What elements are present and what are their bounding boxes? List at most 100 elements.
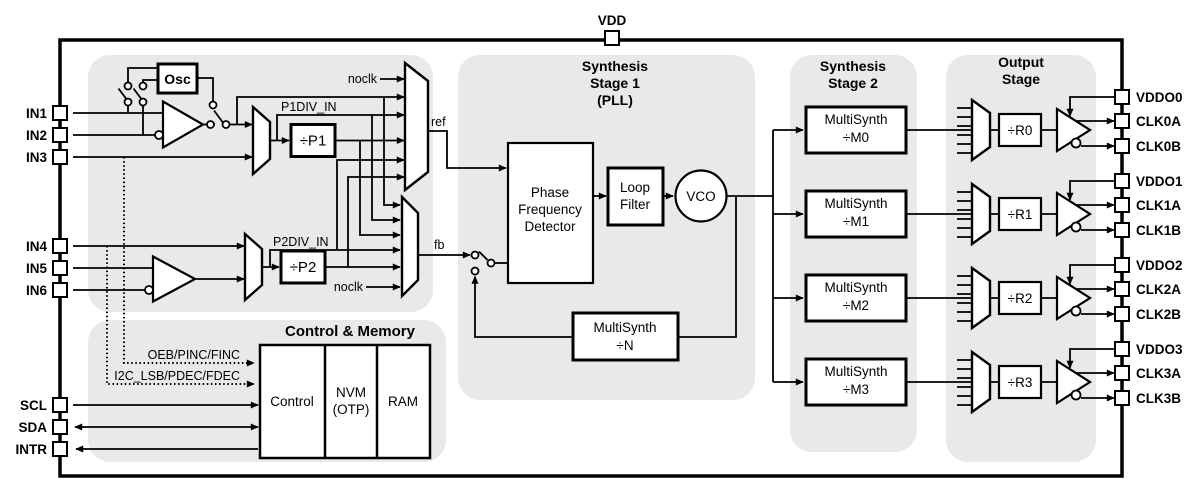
switch-contact	[138, 97, 148, 107]
output-mux-1	[970, 181, 992, 247]
control-memory-title: Control & Memory	[285, 323, 416, 340]
div-r1-block	[997, 196, 1043, 232]
in3-label: IN3	[26, 150, 48, 165]
multisynth-n-label-line1: MultiSynth	[593, 320, 656, 335]
nvm-label-line2: (OTP)	[333, 402, 370, 417]
div-p2-label: ÷P2	[290, 259, 317, 276]
vddo2-label: VDDO2	[1136, 258, 1183, 273]
switch-contact-common	[221, 120, 231, 129]
scl-label: SCL	[20, 398, 47, 413]
output-row-1: ÷R1	[906, 180, 1115, 247]
stage1-title-line2: Stage 1	[590, 75, 640, 91]
output-mux-stubs	[957, 107, 972, 154]
p2div-in-label: P2DIV_IN	[273, 235, 329, 249]
switch-contact	[138, 81, 148, 91]
ref-label: ref	[431, 115, 446, 129]
p1-input-mux	[251, 104, 272, 177]
div-r3-block	[997, 364, 1043, 400]
clk1a-pin	[1114, 197, 1130, 213]
output-mux-2	[970, 265, 992, 331]
div-r2-block	[997, 280, 1043, 316]
clk0a-label: CLK0A	[1136, 114, 1181, 129]
div-p1-label: ÷P1	[300, 133, 327, 150]
input-buffer1-group	[154, 99, 253, 150]
multisynth-m0-line1: MultiSynth	[824, 112, 887, 127]
vco-label: VCO	[686, 189, 715, 204]
div-r2-label: ÷R2	[1008, 291, 1033, 306]
sda-label: SDA	[18, 420, 47, 435]
stage1-title-line3: (PLL)	[597, 92, 633, 108]
control-label: Control	[270, 394, 314, 409]
multisynth-m2-line2: ÷M2	[843, 298, 869, 313]
fb-mux	[400, 194, 420, 299]
stage2-title-line1: Synthesis	[820, 58, 886, 74]
stage1-title-line1: Synthesis	[582, 58, 648, 74]
switch-lever	[132, 87, 142, 100]
output-row-2: ÷R2	[906, 264, 1115, 331]
ref-fb-muxes: ref fb	[400, 60, 507, 299]
clk2a-pin	[1114, 281, 1130, 297]
in2-label: IN2	[26, 128, 47, 143]
vddo1-pin	[1114, 173, 1130, 189]
pfd-block	[506, 141, 595, 285]
vddo1-label: VDDO1	[1136, 174, 1183, 189]
output-mux-stubs	[957, 275, 972, 322]
switch-lever	[117, 87, 127, 100]
output-title-line1: Output	[998, 54, 1044, 70]
synthesis-stage1-region	[458, 55, 755, 400]
section-titles: Synthesis Stage 1 (PLL) Synthesis Stage …	[285, 54, 1044, 340]
pfd-label-line1: Phase	[531, 185, 569, 200]
div-r1-label: ÷R1	[1008, 207, 1033, 222]
pll-group: Phase Frequency Detector Loop Filter VCO…	[506, 141, 773, 362]
input-buffer2-group: ÷P2 P2DIV_IN	[144, 231, 401, 304]
multisynth-m1-line2: ÷M1	[843, 214, 869, 229]
multisynth-m0-block	[804, 105, 908, 155]
multisynth-m2-block	[804, 273, 908, 323]
loop-filter-label-line1: Loop	[620, 180, 650, 195]
in6-label: IN6	[26, 283, 48, 298]
loop-filter-label-line2: Filter	[620, 197, 651, 212]
vddo0-label: VDDO0	[1136, 90, 1183, 105]
multisynth-m2-line1: MultiSynth	[824, 280, 887, 295]
fb-label: fb	[434, 238, 444, 252]
in5-pin	[52, 260, 68, 276]
control-memory-block	[258, 343, 432, 460]
clk1b-pin	[1114, 222, 1130, 238]
clk3a-pin	[1114, 365, 1130, 381]
inverting-input-bubble	[154, 130, 164, 140]
multisynth-n-block	[571, 311, 680, 362]
clk0b-label: CLK0B	[1136, 139, 1181, 154]
p1-divider-group: ÷P1 P1DIV_IN	[236, 93, 405, 177]
vddo2-pin	[1114, 257, 1130, 273]
osc-switch-group: Osc	[117, 62, 214, 135]
in1-label: IN1	[26, 106, 48, 121]
div-r0-label: ÷R0	[1008, 123, 1033, 138]
in4-pin	[52, 238, 68, 254]
p2-input-mux	[243, 231, 264, 303]
clk0a-pin	[1114, 113, 1130, 129]
vddo3-label: VDDO3	[1136, 342, 1183, 357]
in2-pin	[52, 127, 68, 143]
ref-mux	[403, 60, 430, 193]
control-memory-group: OEB/PINC/FINC I2C_LSB/PDEC/FDEC Control …	[73, 157, 432, 460]
output-row-0: ÷R0	[906, 96, 1115, 163]
p1div-in-label: P1DIV_IN	[281, 100, 337, 114]
multisynth-m0-line2: ÷M0	[843, 130, 869, 145]
multisynth-m3-block	[804, 357, 908, 407]
switch-contact	[123, 81, 133, 91]
in1-pin	[52, 105, 68, 121]
i2c-lsb-pdec-fdec-label: I2C_LSB/PDEC/FDEC	[114, 369, 240, 383]
inverted-output-bubble	[1070, 221, 1082, 233]
div-r0-block	[997, 112, 1043, 148]
sda-pin	[52, 419, 68, 435]
switch-contact-osc	[208, 100, 218, 110]
noclk-wires: noclk noclk	[334, 72, 405, 294]
vdd-pin	[604, 30, 620, 46]
nvm-label-line1: NVM	[336, 385, 366, 400]
clk3a-label: CLK3A	[1136, 366, 1181, 381]
switch-contact-common	[486, 258, 496, 268]
clk1b-label: CLK1B	[1136, 223, 1181, 238]
right-pins: VDDO0 CLK0A CLK0B VDDO1 CLK1A CLK1B VDDO…	[1114, 89, 1183, 406]
clk3b-pin	[1114, 390, 1130, 406]
